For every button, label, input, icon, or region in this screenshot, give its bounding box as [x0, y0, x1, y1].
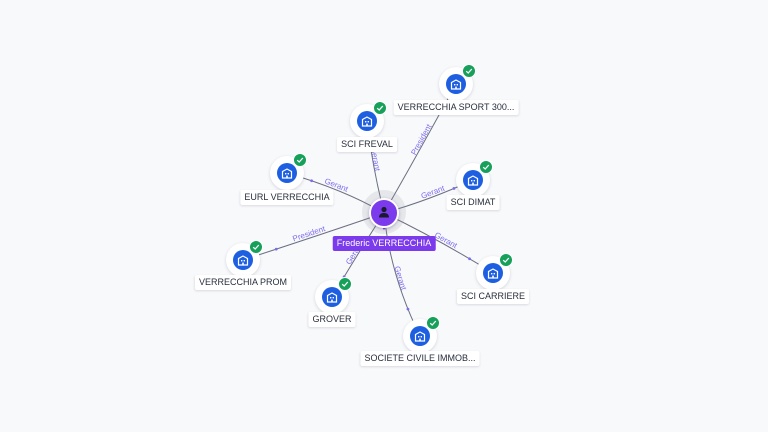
- edge-direction-marker: [310, 179, 314, 183]
- edge-direction-marker: [406, 307, 410, 311]
- company-node-prom[interactable]: [226, 240, 263, 277]
- verified-check-icon: [479, 160, 493, 174]
- building-icon: [414, 331, 426, 342]
- verified-check-icon: [499, 253, 513, 267]
- company-node-eurl[interactable]: [270, 153, 307, 190]
- company-label-civile[interactable]: SOCIETE CIVILE IMMOB...: [360, 351, 480, 366]
- building-icon: [281, 168, 293, 179]
- verified-check-icon: [293, 153, 307, 167]
- building-icon: [450, 79, 462, 90]
- node-disc: [410, 326, 430, 346]
- company-label-carriere[interactable]: SCI CARRIERE: [456, 289, 530, 304]
- edge-direction-marker: [452, 187, 456, 190]
- building-icon: [467, 175, 479, 186]
- company-label-dimat[interactable]: SCI DIMAT: [446, 195, 500, 210]
- center-person-label[interactable]: Frederic VERRECCHIA: [332, 236, 436, 251]
- company-label-freval[interactable]: SCI FREVAL: [337, 137, 397, 152]
- company-node-freval[interactable]: [350, 101, 387, 138]
- node-disc: [233, 250, 253, 270]
- building-icon: [487, 268, 499, 279]
- verified-check-icon: [462, 64, 476, 78]
- verified-check-icon: [338, 277, 352, 291]
- node-disc: [463, 170, 483, 190]
- center-person-node[interactable]: [369, 198, 399, 230]
- node-disc: [446, 74, 466, 94]
- edge-role-label: Gerant: [369, 146, 382, 172]
- company-label-sport[interactable]: VERRECCHIA SPORT 300...: [393, 100, 519, 115]
- company-label-grover[interactable]: GROVER: [308, 312, 356, 327]
- company-node-civile[interactable]: [403, 316, 440, 353]
- edge-role-label: Gerant: [420, 183, 447, 200]
- node-disc: [357, 111, 377, 131]
- node-disc: [322, 287, 342, 307]
- company-label-prom[interactable]: VERRECCHIA PROM: [194, 275, 292, 290]
- verified-check-icon: [426, 316, 440, 330]
- building-icon: [361, 116, 373, 127]
- edge-role-label: Gerant: [433, 230, 459, 250]
- person-icon: [379, 206, 389, 218]
- edge-direction-marker: [274, 247, 278, 251]
- company-node-sport[interactable]: [439, 64, 476, 101]
- edge-role-label: President: [409, 122, 434, 157]
- node-disc: [277, 163, 297, 183]
- verified-check-icon: [373, 101, 387, 115]
- edge-role-label: Gerant: [392, 265, 408, 292]
- company-label-eurl[interactable]: EURL VERRECCHIA: [240, 190, 334, 205]
- company-node-dimat[interactable]: [456, 160, 493, 197]
- node-disc: [483, 263, 503, 283]
- building-icon: [326, 292, 338, 303]
- edge-direction-marker: [468, 257, 471, 261]
- building-icon: [237, 255, 249, 266]
- company-node-carriere[interactable]: [476, 253, 513, 290]
- edge-role-label: President: [291, 224, 327, 243]
- company-node-grover[interactable]: [315, 277, 352, 314]
- verified-check-icon: [249, 240, 263, 254]
